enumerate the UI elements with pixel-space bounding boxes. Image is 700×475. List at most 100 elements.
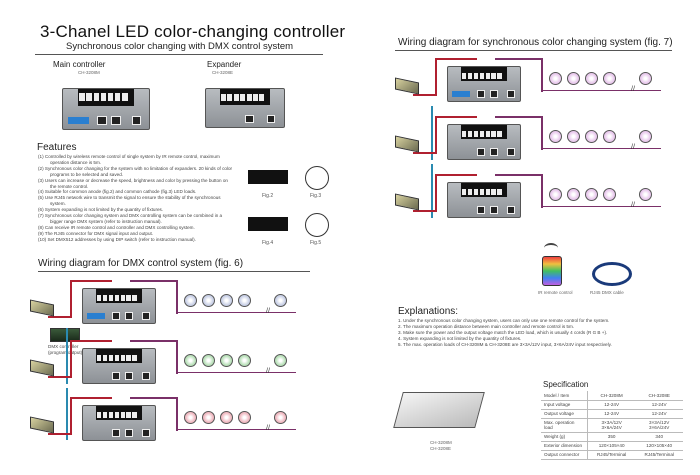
led-fixture — [220, 294, 233, 307]
feature-item: (9) The RJ45 connector for DMX signal in… — [38, 230, 154, 236]
led-fixture — [202, 354, 215, 367]
spec-cell: Input voltage — [541, 400, 588, 410]
led-fixture — [585, 72, 598, 85]
load-wire — [495, 116, 543, 118]
led-fixture — [639, 188, 652, 201]
power-supply-image — [30, 359, 54, 377]
feature-item: (8) Can receive IR remote control and co… — [38, 224, 195, 230]
spec-cell: 12-24V — [635, 400, 683, 410]
break-mark: // — [266, 368, 270, 375]
led-fixture — [603, 188, 616, 201]
feature-item: (3) Users can increase or decrease the s… — [38, 177, 228, 189]
divider — [38, 271, 310, 272]
expander-image — [447, 182, 521, 218]
load-wire — [495, 58, 543, 60]
power-supply-image — [30, 416, 54, 434]
spec-cell: 340 — [635, 432, 683, 442]
load-wire — [176, 397, 178, 431]
spec-cell: 350 — [587, 432, 636, 442]
break-mark: // — [266, 308, 270, 315]
load-wire — [495, 174, 543, 176]
led-fixture — [549, 188, 562, 201]
led-fixture — [274, 354, 287, 367]
fig-label: Fig.5 — [310, 240, 322, 246]
power-wire — [70, 280, 72, 318]
feature-item: (6) System expanding is not limited by t… — [38, 207, 164, 213]
dmx-wiring-heading: Wiring diagram for DMX control system (f… — [38, 258, 244, 269]
load-wire — [541, 58, 543, 92]
expander-image — [82, 348, 156, 384]
led-fixture — [585, 188, 598, 201]
features-heading: Features — [37, 142, 77, 153]
signal-wire — [431, 106, 433, 160]
spec-cell: 12-24V — [587, 400, 636, 410]
break-mark: // — [631, 86, 635, 93]
led-fixture — [238, 411, 251, 424]
fig-label: Fig.3 — [310, 193, 322, 199]
divider — [35, 54, 323, 55]
break-mark: // — [631, 202, 635, 209]
signal-wire — [431, 164, 433, 218]
rj45-cable-image — [592, 262, 632, 286]
expander-image — [82, 405, 156, 441]
load-wire — [176, 429, 296, 430]
explanation-item: 3. Make sure the power and the output vo… — [398, 329, 608, 335]
explanations-heading: Explanations: — [398, 306, 459, 317]
led-fixture — [274, 411, 287, 424]
power-supply-image — [395, 77, 419, 95]
load-wire — [541, 206, 661, 207]
dmx-console-label: DMX controller (program output) — [48, 344, 83, 355]
power-wire — [413, 152, 437, 154]
spec-cell: Max. operation load — [541, 418, 588, 433]
power-supply-image — [30, 299, 54, 317]
load-wire — [541, 116, 543, 150]
power-wire — [48, 316, 72, 318]
divider — [395, 50, 672, 51]
feature-item: (4) Suitable for common anode (fig.2) an… — [38, 189, 197, 195]
spec-heading: Specification — [543, 380, 589, 389]
led-fixture — [202, 294, 215, 307]
power-wire — [70, 397, 112, 399]
led-fixture — [220, 354, 233, 367]
power-wire — [413, 94, 437, 96]
main-controller-label: Main controller — [53, 60, 106, 69]
device-outline-drawing — [393, 392, 485, 428]
features-list: (1) Controlled by wireless remote contro… — [38, 154, 234, 243]
signal-wire — [66, 328, 68, 384]
terminal-diagram-fig4 — [248, 217, 288, 231]
expander-image — [205, 88, 285, 128]
power-supply-image — [395, 193, 419, 211]
led-fixture — [549, 130, 562, 143]
load-wire — [130, 340, 178, 342]
spec-cell: 12-24V — [635, 409, 683, 419]
ir-remote-image — [542, 256, 562, 286]
main-controller-image — [447, 66, 521, 102]
load-wire — [130, 397, 178, 399]
power-wire — [48, 376, 72, 378]
led-fixture — [567, 72, 580, 85]
led-diagram-fig3 — [305, 166, 329, 190]
led-fixture — [585, 130, 598, 143]
spec-cell: Exterior dimension — [541, 441, 588, 451]
feature-item: (10) Set DMX512 addresses by using DIP s… — [38, 236, 196, 242]
led-fixture — [603, 130, 616, 143]
power-wire — [70, 340, 112, 342]
dmx-console-image — [50, 328, 80, 342]
expander-image — [447, 124, 521, 160]
power-wire — [435, 116, 477, 118]
spec-cell: Weight (g) — [541, 432, 588, 442]
feature-item: (7) Synchronous color changing system an… — [38, 213, 223, 224]
led-fixture — [202, 411, 215, 424]
sync-wiring-heading: Wiring diagram for synchronous color cha… — [398, 37, 673, 48]
feature-item: (1) Controlled by wireless remote contro… — [38, 154, 220, 165]
signal-wire — [66, 388, 68, 440]
explanation-item: 2. The maximum operation distance betwee… — [398, 323, 575, 329]
spec-model: CH-3208M — [587, 391, 636, 401]
fig-label: Fig.4 — [262, 240, 274, 246]
led-fixture — [184, 411, 197, 424]
